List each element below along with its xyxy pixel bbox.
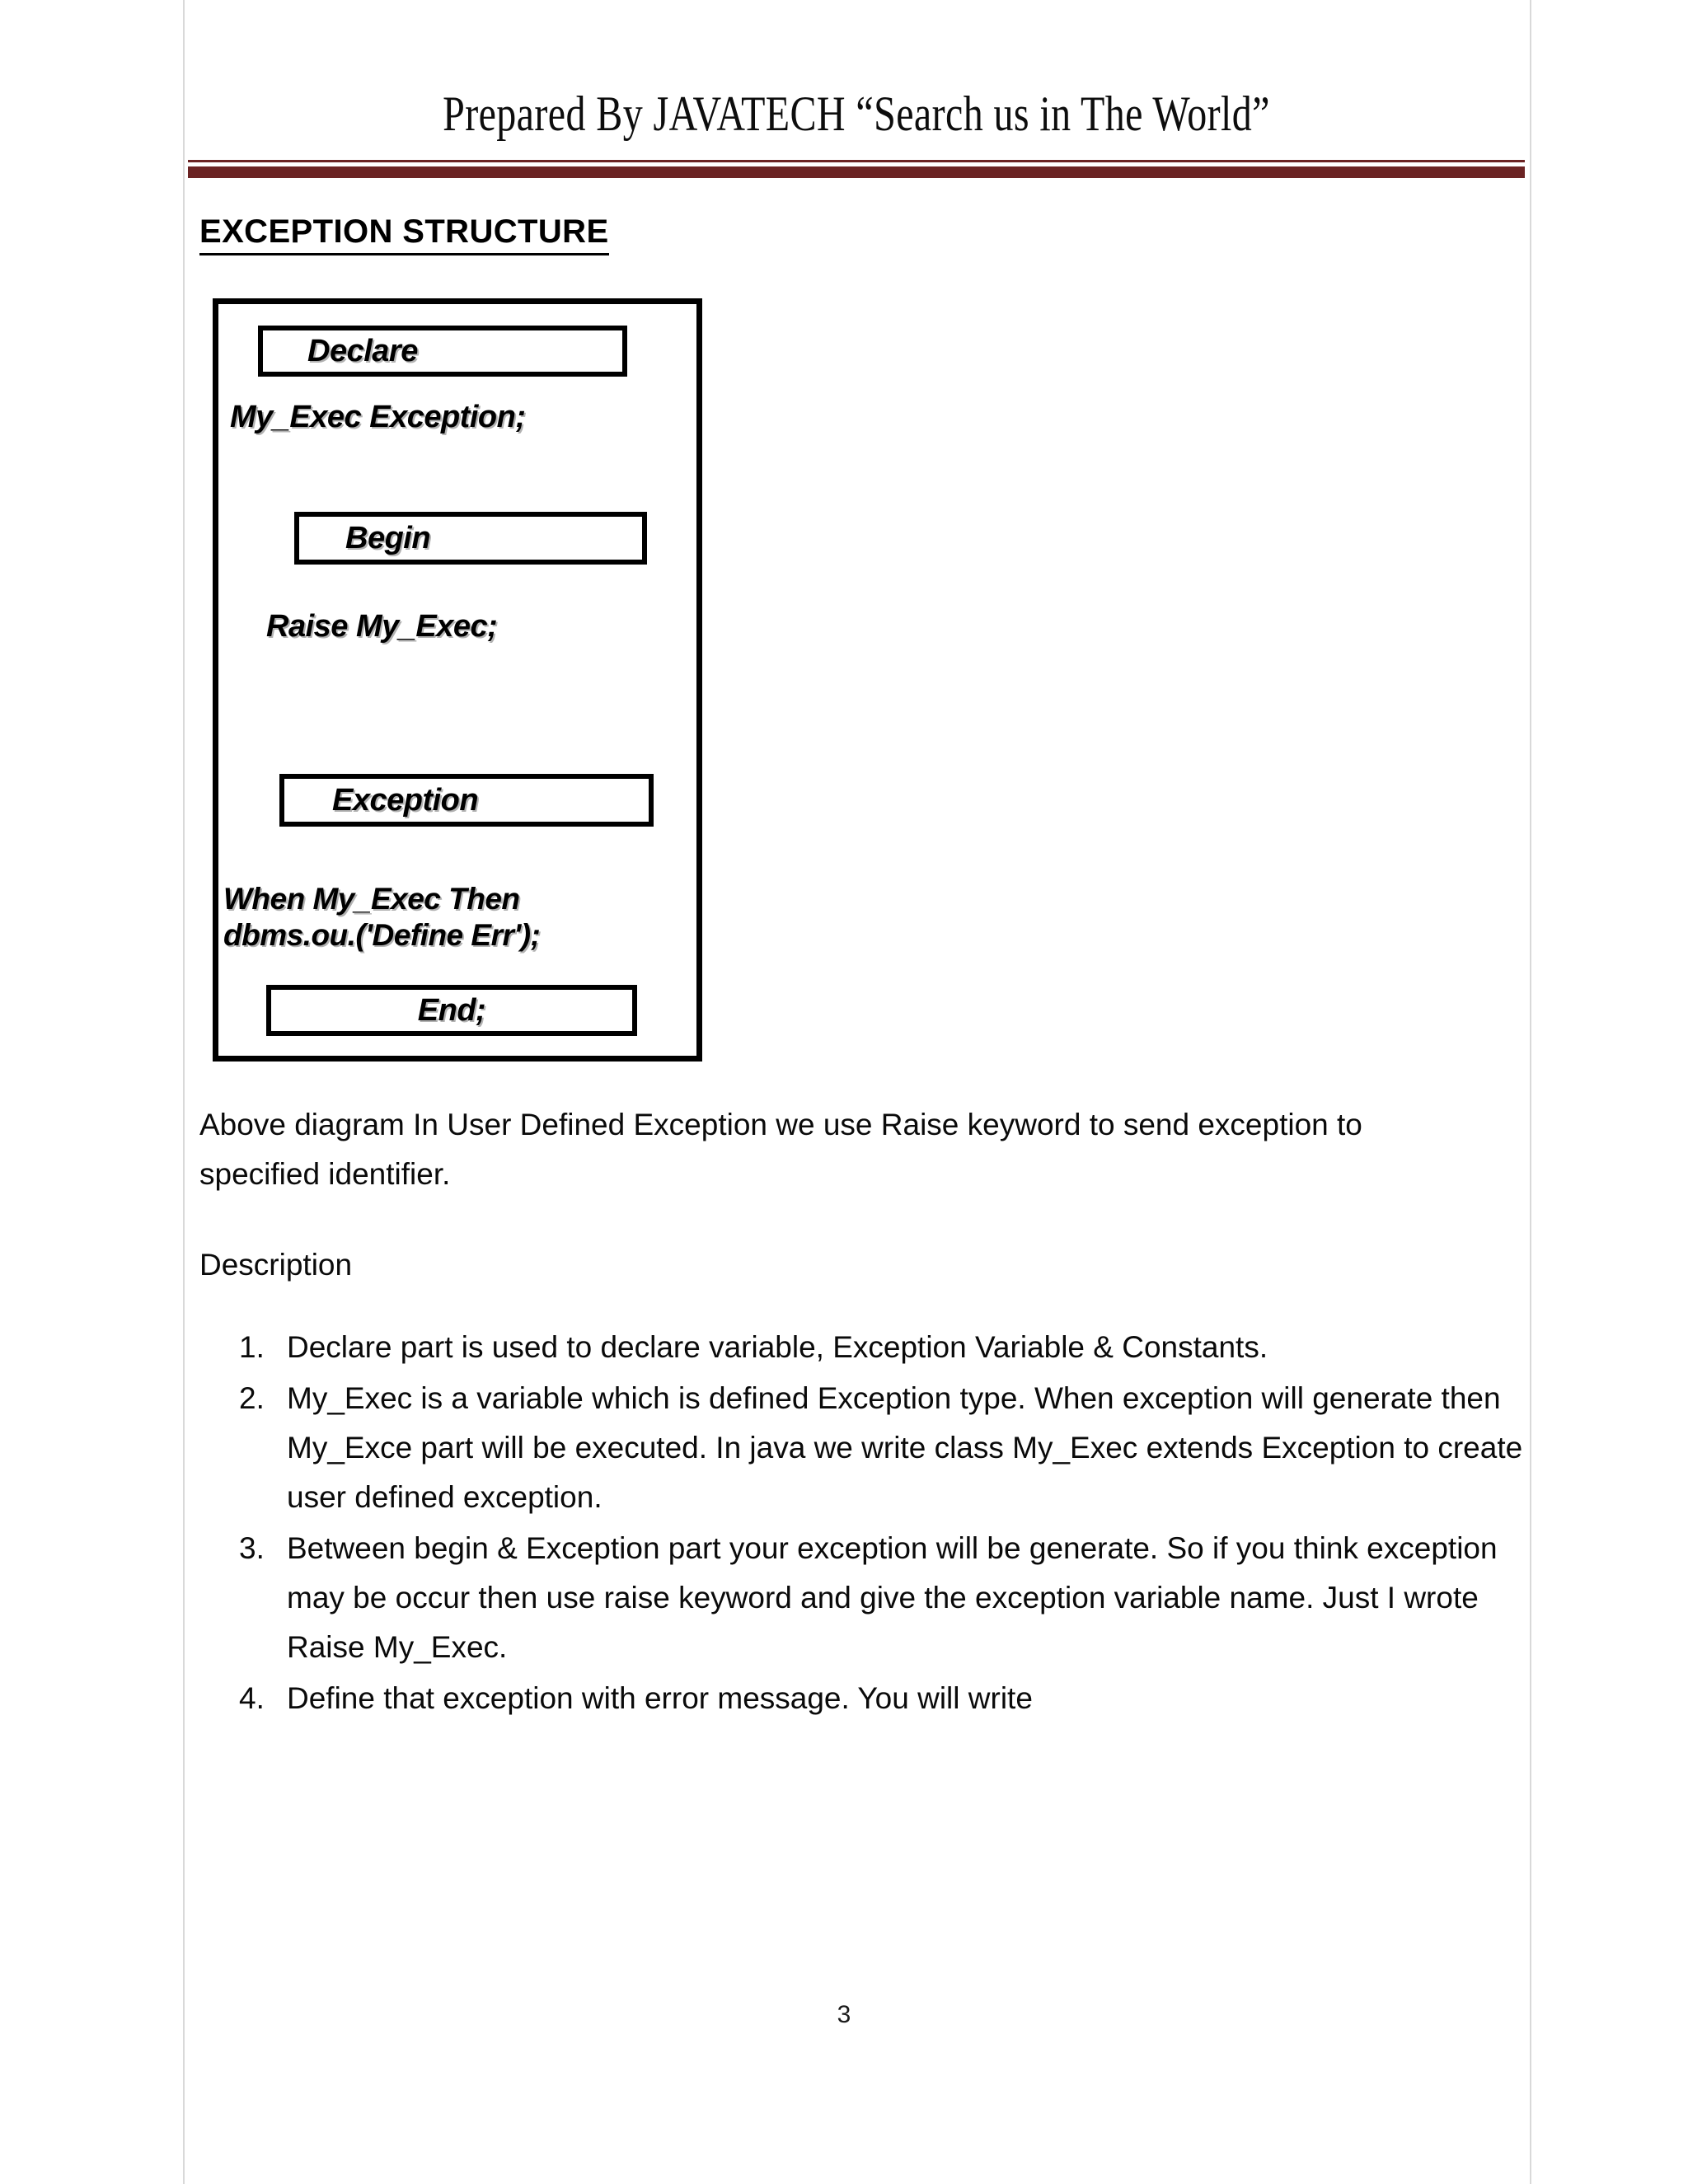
intro-paragraph: Above diagram In User Defined Exception … (199, 1108, 1362, 1191)
page-gutter-left (183, 0, 185, 2184)
diagram-label-declare: Declare (307, 333, 418, 368)
description-label: Description (199, 1248, 353, 1282)
diagram-label-declare-body: My_Exec Exception; (230, 400, 526, 434)
diagram-label-end: End; (417, 992, 486, 1028)
diagram-handler-lines: When My_Exec Then dbms.ou.('Define Err')… (223, 881, 541, 953)
diagram-block-end: End; (266, 985, 637, 1036)
diagram-label-handler-line2: dbms.ou.('Define Err'); (223, 917, 541, 952)
section-heading: EXCEPTION STRUCTURE (199, 213, 609, 255)
document-header: Prepared By JAVATECH “Search us in The W… (183, 89, 1530, 138)
header-title: Prepared By JAVATECH “Search us in The W… (443, 87, 1270, 141)
header-divider (188, 160, 1525, 178)
header-rule-thin (188, 160, 1525, 162)
header-rule-gap (188, 162, 1525, 166)
list-item: Between begin & Exception part your exce… (239, 1524, 1498, 1664)
diagram-label-handler-line1: When My_Exec Then (223, 882, 520, 916)
diagram-block-declare: Declare (258, 326, 627, 377)
diagram-label-begin: Begin (345, 520, 431, 555)
list-item: Declare part is used to declare variable… (239, 1323, 1268, 1372)
description-list: Declare part is used to declare variable… (239, 1323, 1531, 1725)
page-number: 3 (837, 2001, 851, 2028)
header-rule-thick (188, 166, 1525, 178)
diagram-block-exception: Exception (279, 774, 654, 827)
list-item: Define that exception with error message… (239, 1674, 1033, 1723)
diagram-label-exception: Exception (332, 782, 479, 818)
exception-structure-diagram: Declare My_Exec Exception; Begin Raise M… (213, 298, 702, 1062)
diagram-block-begin: Begin (294, 512, 647, 565)
page-gutter-right (1530, 0, 1531, 2184)
list-item: My_Exec is a variable which is defined E… (239, 1374, 1523, 1514)
diagram-label-raise: Raise My_Exec; (266, 609, 498, 644)
